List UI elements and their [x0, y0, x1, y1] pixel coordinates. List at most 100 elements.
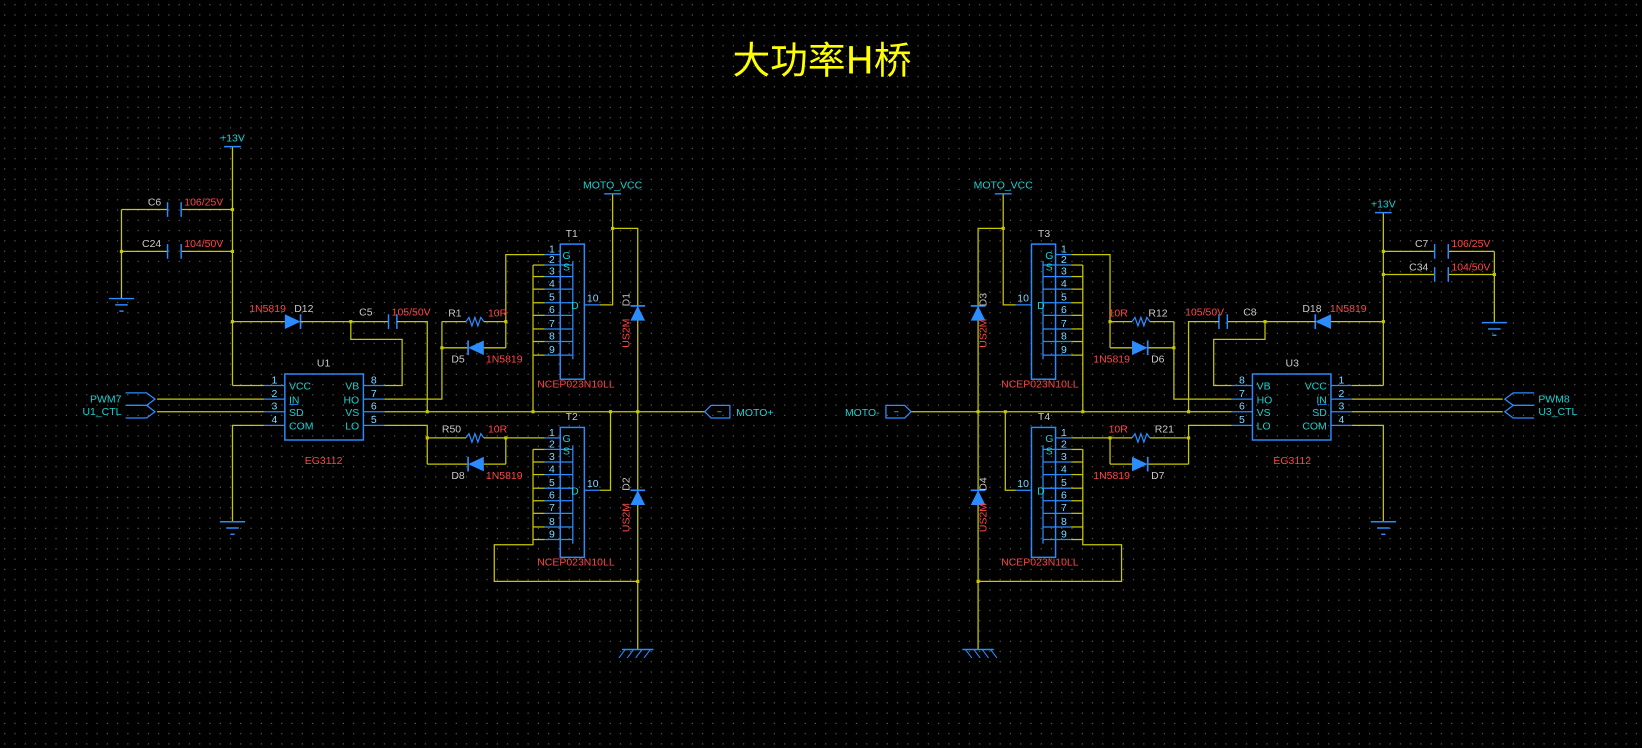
- pin-number: 3: [1061, 452, 1067, 463]
- resistor-ref: R21: [1155, 425, 1174, 436]
- diode-value: 1N5819: [486, 354, 523, 365]
- pin-name: SD: [1312, 408, 1327, 419]
- pin-number: 2: [549, 255, 555, 266]
- pin-number: 1: [1339, 375, 1345, 386]
- power-label: +13V: [1371, 199, 1396, 210]
- resistor-ref: R12: [1148, 308, 1167, 319]
- chassis-ground-icon: [981, 649, 989, 659]
- pin-name: IN: [1316, 395, 1326, 406]
- cap-ref: C5: [359, 307, 373, 318]
- pin-number: 2: [1061, 255, 1067, 266]
- pin-number: 8: [1061, 331, 1067, 342]
- diode-d2: [630, 490, 646, 505]
- pin-name: VB: [345, 382, 359, 393]
- resistor-r50: [465, 431, 485, 444]
- pin-number: 3: [271, 402, 277, 413]
- diode-d5: [468, 340, 484, 356]
- cap-value: 104/50V: [184, 239, 223, 250]
- diode-ref: D4: [978, 477, 989, 491]
- pin-number: 1: [1061, 428, 1067, 439]
- chassis-ground-icon: [618, 649, 626, 659]
- pin-number: 8: [371, 375, 377, 386]
- pin-name-gate: G: [562, 251, 570, 262]
- output-port: [885, 404, 912, 419]
- junction-dot: [1001, 226, 1005, 230]
- junction-dot: [440, 346, 444, 350]
- junction-dot: [611, 226, 615, 230]
- fet-part: NCEP023N10LL: [537, 558, 615, 569]
- resistor-ref: R1: [448, 308, 462, 319]
- pin-name: VS: [345, 408, 359, 419]
- input-label: PWM7: [90, 394, 122, 405]
- driver-ref: U1: [317, 359, 331, 370]
- pin-number: 9: [1061, 529, 1067, 540]
- pin-number: 10: [587, 479, 599, 490]
- junction-dot: [230, 249, 235, 253]
- pin-number: 2: [1339, 389, 1345, 400]
- pin-number: 3: [549, 266, 555, 277]
- diode-d1: [630, 305, 646, 321]
- cap-ref: C7: [1415, 239, 1429, 250]
- wire: [1187, 424, 1232, 465]
- pin-number: 5: [1061, 293, 1067, 304]
- pin-name-drain: D: [1037, 301, 1045, 312]
- pin-name-source: S: [563, 447, 570, 458]
- wire: [600, 193, 614, 306]
- diode-value: US2M: [978, 319, 989, 348]
- pin-number: 3: [1339, 402, 1345, 413]
- wire: [1187, 320, 1219, 412]
- diode-value: 1N5819: [1330, 304, 1367, 315]
- junction-dot: [1108, 320, 1112, 324]
- fet-ref: T2: [566, 412, 578, 423]
- driver-part: EG3112: [1273, 456, 1311, 467]
- pin-number: 6: [1061, 491, 1067, 502]
- supply-label: MOTO_VCC: [974, 181, 1034, 192]
- junction-dot: [349, 320, 353, 324]
- output-label: MOTO+: [736, 408, 773, 419]
- diode-value: US2M: [978, 503, 989, 532]
- pin-number: 4: [271, 415, 277, 426]
- junction-dot: [1381, 320, 1385, 324]
- fet-part: NCEP023N10LL: [1001, 380, 1079, 391]
- pin-name: VB: [1257, 382, 1271, 393]
- wire: [396, 320, 428, 412]
- diode-d4: [970, 490, 986, 505]
- junction-dot: [504, 320, 508, 324]
- wire: [600, 411, 612, 491]
- pin-number: 3: [549, 452, 555, 463]
- cap-value: 104/50V: [1451, 262, 1490, 273]
- diode-d8: [468, 456, 484, 472]
- pin-name-source: S: [1046, 447, 1053, 458]
- pin-number: 2: [549, 439, 555, 450]
- junction-dot: [504, 436, 508, 440]
- pin-number: 7: [549, 503, 555, 514]
- pin-name: COM: [1302, 422, 1326, 433]
- diode-ref: D2: [621, 477, 632, 491]
- pin-name: VCC: [1305, 382, 1328, 393]
- pin-number: 4: [1339, 415, 1345, 426]
- wire: [1004, 411, 1016, 491]
- pin-number: 5: [549, 293, 555, 304]
- chassis-ground-icon: [990, 649, 998, 659]
- wire: [505, 253, 545, 322]
- chassis-ground-icon: [626, 649, 634, 659]
- diode-value: 1N5819: [486, 471, 523, 482]
- junction-dot: [1381, 272, 1385, 277]
- diode-ref: D1: [621, 293, 632, 307]
- pin-number: 1: [549, 244, 555, 255]
- wire: [1213, 321, 1266, 387]
- driver-ref: U3: [1286, 359, 1300, 370]
- diode-ref: D6: [1151, 354, 1165, 365]
- pin-number: 6: [549, 305, 555, 316]
- diode-value: 1N5819: [1093, 471, 1130, 482]
- wire: [384, 424, 428, 465]
- cap-value: 106/25V: [184, 197, 223, 208]
- wire: [977, 227, 1004, 650]
- wire: [612, 227, 639, 650]
- pin-number: 9: [1061, 345, 1067, 356]
- wire: [1071, 253, 1111, 322]
- pin-number: 6: [371, 402, 377, 413]
- pin-number: 4: [1061, 464, 1067, 475]
